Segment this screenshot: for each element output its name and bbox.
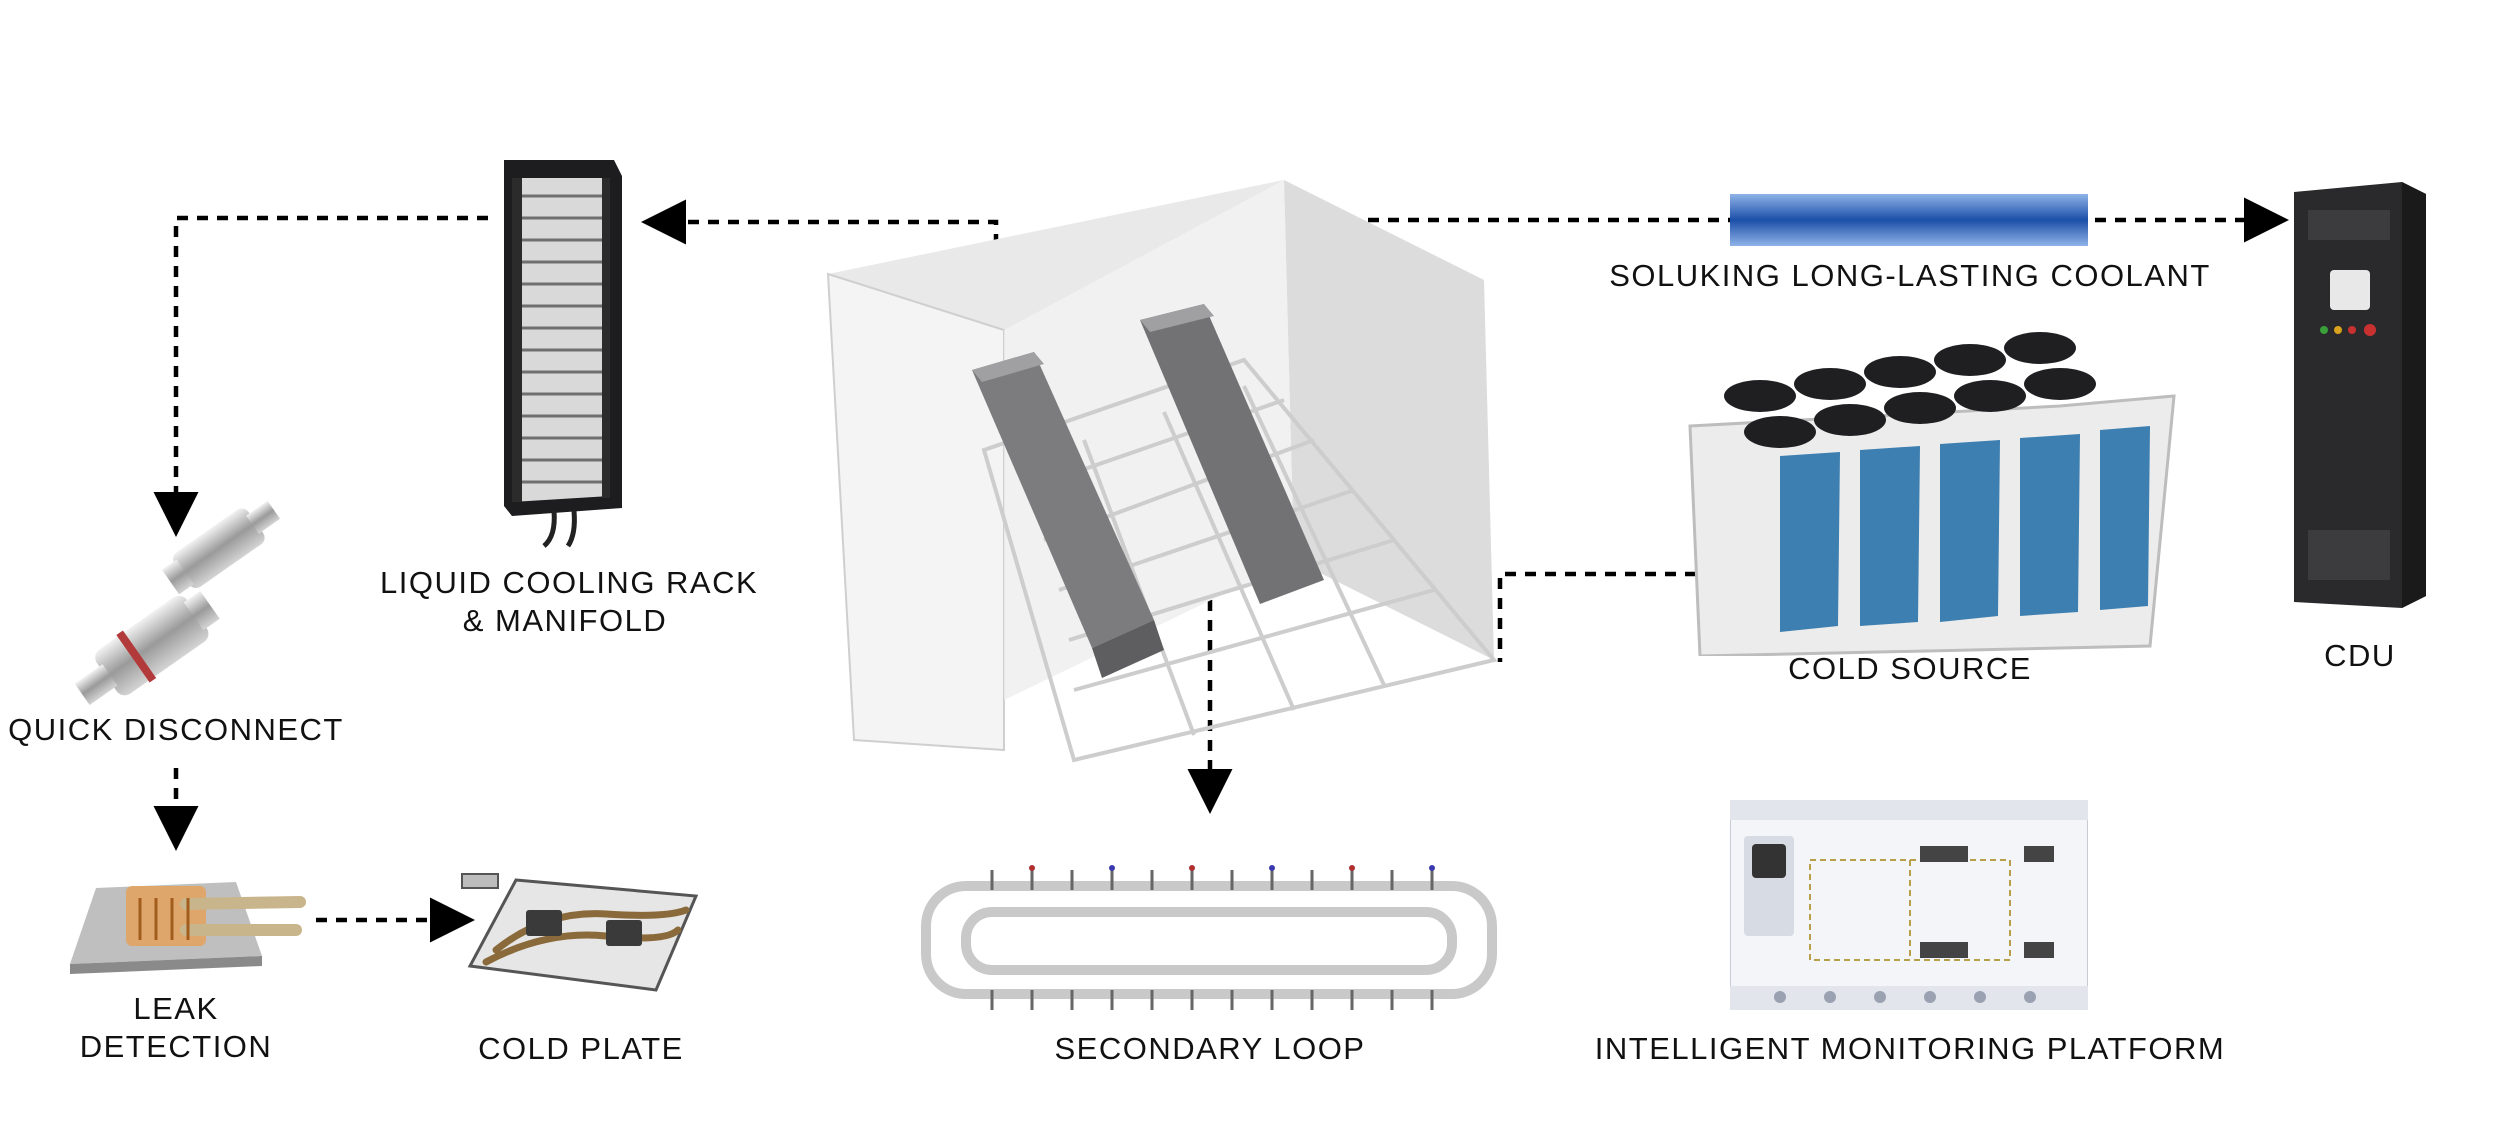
quick-disconnect-label: QUICK DISCONNECT xyxy=(8,712,344,747)
cold-plate-label: COLD PLATE xyxy=(478,1031,684,1066)
leak-detection-label: LEAK DETECTION xyxy=(56,990,296,1066)
cold-plate xyxy=(456,870,706,1000)
secondary-loop-icon xyxy=(921,865,1497,1010)
secondary-loop xyxy=(912,860,1512,1020)
monitoring-label: INTELLIGENT MONITORING PLATFORM xyxy=(1594,1031,2226,1066)
rack-label: LIQUID COOLING RACK & MANIFOLD xyxy=(380,564,759,640)
cdu-label: CDU xyxy=(2324,638,2396,673)
monitoring-screen-icon xyxy=(1730,800,2088,1010)
data-center-room-icon xyxy=(826,180,1498,763)
rack-label-line2: & MANIFOLD xyxy=(462,603,668,638)
quick-disconnect xyxy=(56,496,296,716)
monitoring-screen xyxy=(1730,800,2088,1010)
cdu-cabinet-icon xyxy=(2294,182,2426,608)
cold-source xyxy=(1680,326,2180,656)
liquid-cooling-rack xyxy=(484,156,624,548)
leak-detection-sensor xyxy=(66,868,306,978)
arrow-rack-to-quick-disconnect xyxy=(153,215,488,537)
cold-plate-icon xyxy=(461,873,699,992)
quick-disconnect-icon xyxy=(74,500,281,705)
leak-label-line2: DETECTION xyxy=(79,1029,273,1064)
data-center-room xyxy=(824,180,1504,780)
coolant-label: SOLUKING LONG-LASTING COOLANT xyxy=(1609,258,2211,293)
cooling-tower-icon xyxy=(1688,332,2176,656)
secondary-loop-label: SECONDARY LOOP xyxy=(1054,1031,1366,1066)
connector-cold-source-to-room xyxy=(1497,571,1696,662)
coolant-bar xyxy=(1730,194,2088,246)
rack-icon xyxy=(504,160,622,548)
cdu-cabinet xyxy=(2290,180,2430,610)
cold-source-label: COLD SOURCE xyxy=(1788,651,2032,686)
leak-sensor-icon xyxy=(70,882,306,974)
leak-label-line1: LEAK xyxy=(133,991,219,1026)
coolant-bar-icon xyxy=(1730,194,2088,246)
rack-label-line1: LIQUID COOLING RACK xyxy=(380,565,759,600)
